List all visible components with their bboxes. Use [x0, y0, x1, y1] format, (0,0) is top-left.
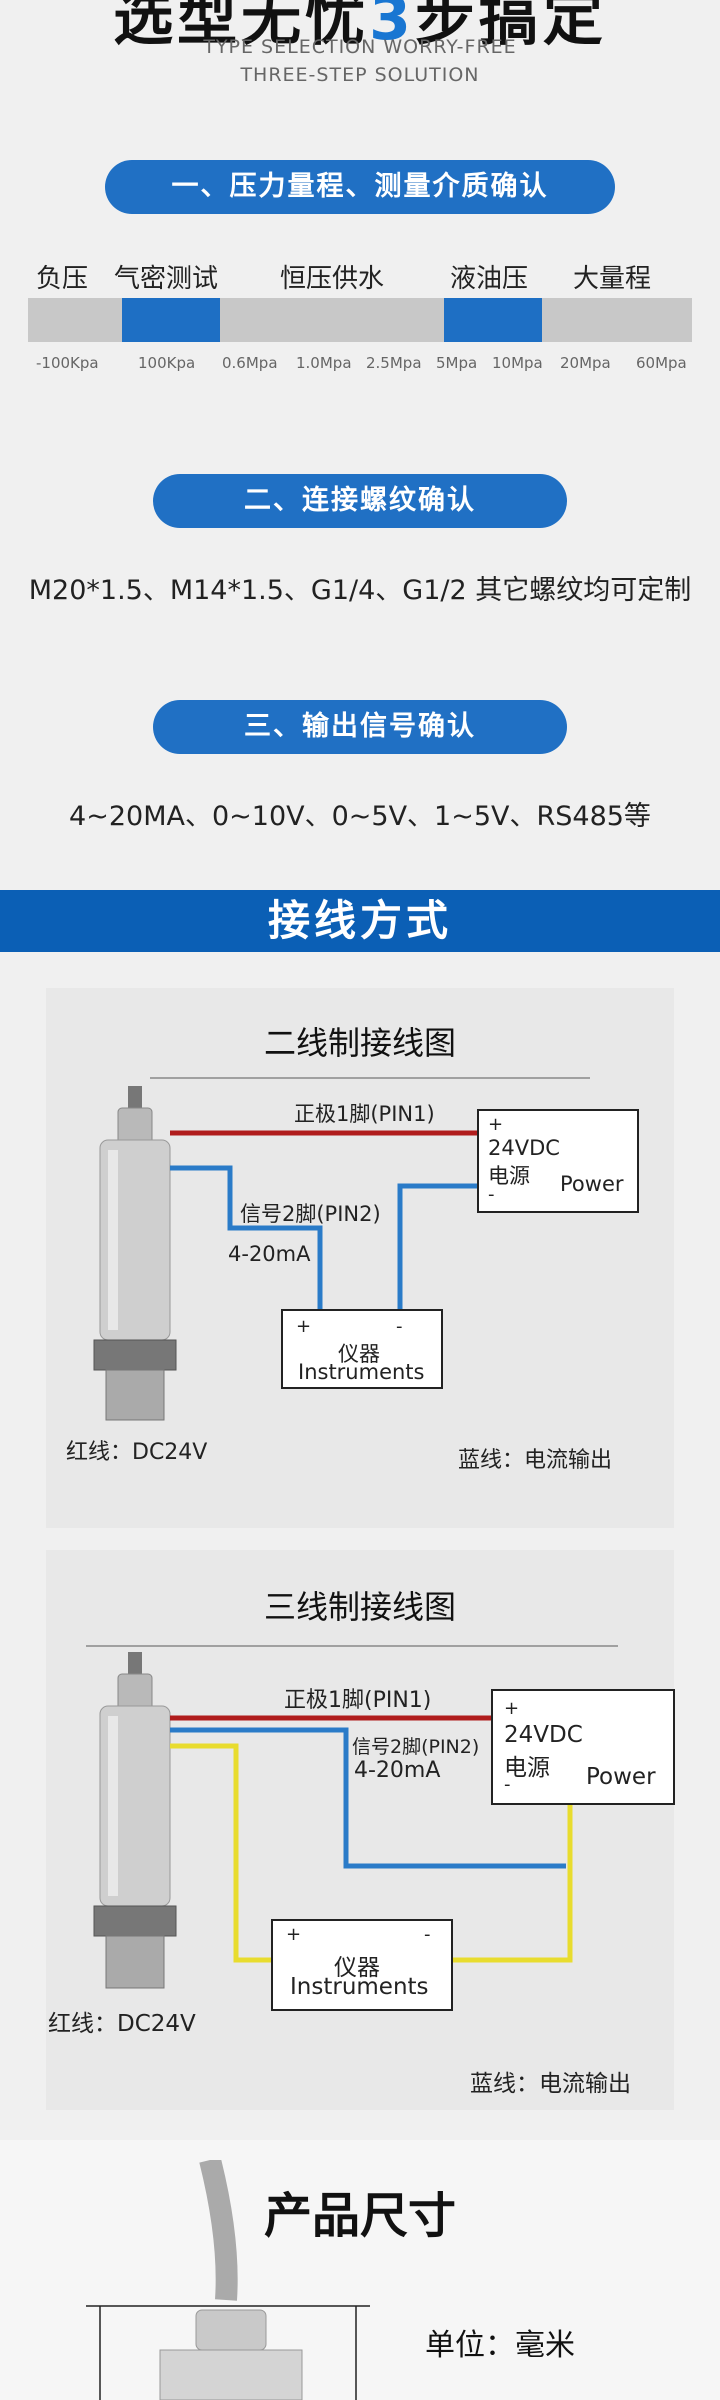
yellow-wire-return — [450, 1802, 573, 1963]
power-voltage-label: 24VDC — [488, 1136, 560, 1160]
range-tick: 5Mpa — [436, 354, 478, 372]
range-label-large: 大量程 — [573, 264, 652, 294]
range-label-water-supply: 恒压供水 — [280, 264, 385, 294]
dimension-drawing — [86, 2160, 370, 2400]
blue-wire-signal — [170, 1165, 323, 1310]
three-wire-title: 三线制接线图 — [263, 1588, 456, 1626]
instruments-box — [281, 1309, 443, 1389]
hero-subtitle-line2: THREE-STEP SOLUTION — [240, 64, 480, 86]
hero-title-number: 3 — [369, 0, 415, 54]
signal-options-text: 4~20MA、0~10V、0~5V、1~5V、RS485等 — [69, 801, 651, 832]
range-tick: 20Mpa — [560, 354, 611, 372]
three-wire-diagram — [86, 1645, 675, 2011]
power-cn-label: 电源 — [488, 1164, 530, 1188]
signal-label: 4-20mA — [354, 1758, 441, 1783]
power-en-label: Power — [586, 1764, 656, 1790]
instruments-cn-label: 仪器 — [334, 1955, 380, 1981]
power-voltage-label: 24VDC — [504, 1722, 583, 1748]
range-bar-segment-highlight — [122, 298, 220, 342]
thread-options-text: M20*1.5、M14*1.5、G1/4、G1/2 其它螺纹均可定制 — [28, 575, 692, 606]
instruments-en-label: Instruments — [298, 1360, 425, 1384]
instruments-plus-label: + — [296, 1316, 312, 1337]
range-bar-segment — [220, 298, 444, 342]
sensor-image — [93, 1086, 177, 1421]
power-plus-label: + — [504, 1698, 520, 1719]
blue-wire-note: 蓝线：电流输出 — [470, 2071, 631, 2097]
hero-title-part3: 步搞定 — [414, 0, 607, 54]
pin2-label: 信号2脚(PIN2) — [240, 1202, 381, 1226]
unit-label: 单位：毫米 — [425, 2328, 575, 2363]
gland-image — [195, 2309, 267, 2351]
range-tick: 2.5Mpa — [366, 354, 422, 372]
instruments-box — [271, 1919, 453, 2011]
pin2-label: 信号2脚(PIN2) — [352, 1736, 480, 1758]
yellow-wire-signal — [170, 1743, 272, 1963]
range-label-negative: 负压 — [36, 264, 89, 294]
step1-heading: 一、压力量程、测量介质确认 — [105, 160, 615, 214]
range-tick: 60Mpa — [636, 354, 687, 372]
instruments-plus-label: + — [286, 1924, 302, 1945]
signal-label: 4-20mA — [228, 1242, 311, 1266]
two-wire-title: 二线制接线图 — [263, 1024, 456, 1062]
wiring-section-banner: 接线方式 — [0, 890, 720, 952]
red-wire-note: 红线：DC24V — [66, 1440, 208, 1465]
blue-wire-return — [397, 1183, 480, 1310]
two-wire-diagram — [93, 1077, 639, 1421]
instruments-minus-label: - — [396, 1316, 403, 1337]
pin1-label: 正极1脚(PIN1) — [284, 1688, 432, 1713]
power-minus-label: - — [488, 1184, 495, 1205]
sensor-image — [93, 1652, 177, 1989]
blue-wire — [170, 1727, 566, 1869]
sensor-body-image — [159, 2349, 303, 2400]
power-en-label: Power — [560, 1172, 624, 1196]
power-box — [491, 1689, 675, 1805]
range-tick: 1.0Mpa — [296, 354, 352, 372]
step3-heading: 三、输出信号确认 — [153, 700, 567, 754]
blue-wire-note: 蓝线：电流输出 — [458, 1448, 613, 1473]
cable-image — [199, 2160, 238, 2301]
hero-subtitle-line1: TYPE SELECTION WORRY-FREE — [203, 36, 517, 58]
range-label-hydraulic: 液油压 — [450, 264, 529, 294]
range-bar-segment — [28, 298, 122, 342]
range-tick: 0.6Mpa — [222, 354, 278, 372]
range-tick: -100Kpa — [36, 354, 99, 372]
range-bar-segment-highlight — [444, 298, 542, 342]
instruments-cn-label: 仪器 — [338, 1342, 380, 1366]
instruments-en-label: Instruments — [290, 1974, 429, 2000]
red-wire-note: 红线：DC24V — [48, 2011, 196, 2037]
power-cn-label: 电源 — [504, 1755, 550, 1781]
range-tick: 100Kpa — [138, 354, 196, 372]
power-minus-label: - — [504, 1774, 511, 1795]
step2-heading: 二、连接螺纹确认 — [153, 474, 567, 528]
dimensions-title: 产品尺寸 — [263, 2188, 456, 2244]
instruments-minus-label: - — [424, 1924, 431, 1945]
dimensions-section — [0, 2140, 720, 2400]
hero-title: 选型无忧3步搞定 — [0, 0, 720, 57]
pin1-label: 正极1脚(PIN1) — [294, 1102, 435, 1126]
range-bar-segment — [542, 298, 692, 342]
power-plus-label: + — [488, 1114, 504, 1135]
hero-title-part1: 选型无忧 — [113, 0, 370, 54]
range-tick: 10Mpa — [492, 354, 543, 372]
power-box — [477, 1109, 639, 1213]
range-label-airtight: 气密测试 — [114, 264, 219, 294]
